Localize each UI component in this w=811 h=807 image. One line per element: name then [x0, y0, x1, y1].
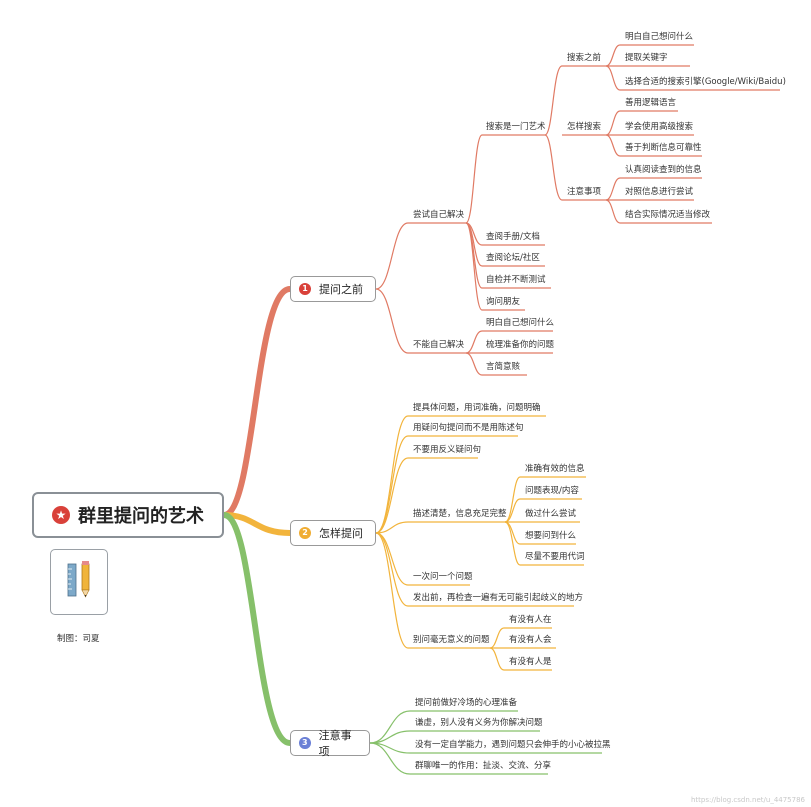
leaf-item[interactable]: 不要用反义疑问句 — [413, 445, 482, 455]
topic-before-search[interactable]: 搜索之前 — [567, 53, 602, 63]
topic-search-art[interactable]: 搜索是一门艺术 — [486, 122, 546, 132]
leaf-item[interactable]: 用疑问句提问而不是用陈述句 — [413, 423, 524, 433]
leaf-item[interactable]: 明白自己想问什么 — [486, 318, 555, 328]
leaf-item[interactable]: 查阅论坛/社区 — [486, 253, 540, 263]
section-notes[interactable]: 3 注意事项 — [290, 729, 370, 758]
topic-search-notes[interactable]: 注意事项 — [567, 187, 602, 197]
leaf-item[interactable]: 提取关键字 — [625, 53, 668, 63]
leaf-item[interactable]: 有没有人在 — [509, 615, 552, 625]
ruler-pencil-icon — [67, 561, 90, 598]
leaf-item[interactable]: 查阅手册/文档 — [486, 232, 540, 242]
topic-try-yourself[interactable]: 尝试自己解决 — [413, 210, 465, 220]
s1-links — [375, 44, 780, 376]
topic-cannot-solve[interactable]: 不能自己解决 — [413, 340, 465, 350]
leaf-item[interactable]: 明白自己想问什么 — [625, 32, 694, 42]
leaf-item[interactable]: 善用逻辑语言 — [625, 98, 677, 108]
leaf-item[interactable]: 做过什么尝试 — [525, 509, 577, 519]
topic-meaningless-questions[interactable]: 别问毫无意义的问题 — [413, 635, 490, 645]
leaf-item[interactable]: 没有一定自学能力，遇到问题只会伸手的小心被拉黑 — [415, 740, 611, 750]
leaf-item[interactable]: 询问朋友 — [486, 297, 521, 307]
root-to-s3-link — [222, 512, 291, 746]
credit-label: 制图：司夏 — [57, 634, 100, 644]
number-2-icon: 2 — [299, 527, 311, 539]
leaf-item[interactable]: 言简意赅 — [486, 362, 521, 372]
leaf-item[interactable]: 选择合适的搜索引擎(Google/Wiki/Baidu) — [625, 77, 786, 87]
leaf-item[interactable]: 提具体问题，用词准确，问题明确 — [413, 403, 541, 413]
section-how-to-ask[interactable]: 2 怎样提问 — [290, 520, 376, 546]
root-to-s2-link — [223, 512, 291, 536]
section-title: 怎样提问 — [319, 527, 363, 540]
leaf-item[interactable]: 尽量不要用代词 — [525, 552, 585, 562]
leaf-item[interactable]: 自检并不断测试 — [486, 275, 546, 285]
leaf-item[interactable]: 认真阅读查到的信息 — [625, 165, 702, 175]
leaf-item[interactable]: 发出前，再检查一遍有无可能引起歧义的地方 — [413, 593, 584, 603]
leaf-item[interactable]: 群聊唯一的作用：扯淡、交流、分享 — [415, 761, 552, 771]
leaf-item[interactable]: 有没有人会 — [509, 635, 552, 645]
leaf-item[interactable]: 一次问一个问题 — [413, 572, 473, 582]
section-title: 提问之前 — [319, 283, 363, 296]
leaf-item[interactable]: 学会使用高级搜索 — [625, 122, 694, 132]
root-to-s1-link — [222, 286, 291, 518]
leaf-item[interactable]: 善于判断信息可靠性 — [625, 143, 702, 153]
number-1-icon: 1 — [299, 283, 311, 295]
ruler-pencil-image — [50, 549, 108, 615]
section-title: 注意事项 — [318, 729, 352, 758]
leaf-item[interactable]: 梳理准备你的问题 — [486, 340, 555, 350]
leaf-item[interactable]: 提问前做好冷场的心理准备 — [415, 698, 518, 708]
number-3-icon: 3 — [299, 737, 311, 749]
leaf-item[interactable]: 准确有效的信息 — [525, 464, 585, 474]
topic-describe-clearly[interactable]: 描述清楚，信息充足完整 — [413, 509, 507, 519]
watermark: https://blog.csdn.net/u_4475786 — [691, 796, 805, 804]
star-icon: ★ — [52, 506, 70, 524]
leaf-item[interactable]: 想要问到什么 — [525, 531, 577, 541]
root-topic[interactable]: ★ 群里提问的艺术 — [32, 492, 224, 538]
leaf-item[interactable]: 结合实际情况适当修改 — [625, 210, 711, 220]
s3-links — [369, 710, 602, 775]
s2-links — [375, 415, 586, 671]
leaf-item[interactable]: 对照信息进行尝试 — [625, 187, 694, 197]
root-title: 群里提问的艺术 — [78, 506, 204, 527]
topic-how-search[interactable]: 怎样搜索 — [567, 122, 602, 132]
leaf-item[interactable]: 有没有人是 — [509, 657, 552, 667]
leaf-item[interactable]: 问题表现/内容 — [525, 486, 579, 496]
leaf-item[interactable]: 谦虚，别人没有义务为你解决问题 — [415, 718, 543, 728]
section-before-asking[interactable]: 1 提问之前 — [290, 276, 376, 302]
